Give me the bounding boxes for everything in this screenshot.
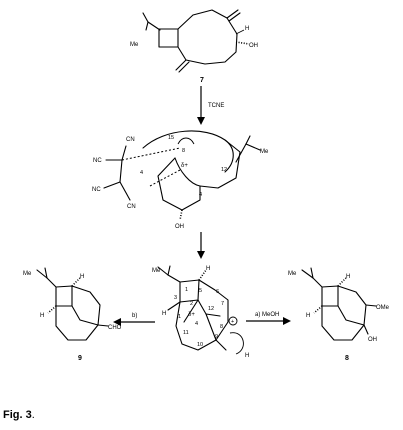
carbocation-structure: [157, 265, 244, 355]
atom-number-8: 8: [182, 148, 185, 154]
partial-charge-2: δ+: [188, 312, 195, 318]
atom-number-4c: 4: [195, 321, 198, 327]
reagent-tcne: TCNE: [208, 103, 224, 109]
figure-caption: Fig. 3.: [3, 409, 35, 421]
atom-number-4b: 4: [199, 192, 202, 198]
arrowhead-icon: [197, 251, 205, 259]
atom-number-12: 12: [221, 167, 227, 173]
ome-label: OMe: [376, 305, 390, 311]
atom-number-7: 7: [221, 301, 224, 307]
h-label-right: H: [346, 274, 350, 280]
cn-label-2: CN: [127, 204, 136, 210]
me-label-center: Me: [152, 268, 161, 274]
atom-number-15: 15: [168, 135, 174, 141]
atom-number-1c: 1: [178, 314, 181, 320]
atom-number-5: 5: [199, 288, 202, 294]
atom-number-12c: 12: [208, 306, 214, 312]
positive-charge-icon: [228, 316, 238, 326]
oh-label-right: OH: [368, 337, 377, 343]
arrowhead-icon: [113, 318, 121, 326]
me-label-mid: Me: [260, 149, 269, 155]
oh-label: OH: [249, 43, 258, 49]
atom-number-9: 9: [215, 334, 218, 340]
arrowhead-icon: [283, 317, 291, 325]
h-label-center: H: [206, 266, 210, 272]
h-label-center-b: H: [162, 311, 166, 317]
oh-label-mid: OH: [175, 224, 184, 230]
compound-8-structure: [301, 267, 377, 341]
h-label: H: [245, 26, 249, 32]
nc-label-2: NC: [92, 187, 101, 193]
me-label: Me: [130, 42, 139, 48]
atom-number-1: 1: [185, 287, 188, 293]
compound-number-9: 9: [78, 355, 82, 362]
atom-number-3: 3: [174, 295, 177, 301]
atom-number-8c: 8: [220, 324, 223, 330]
me-label-left: Me: [23, 271, 32, 277]
me-label-right: Me: [288, 271, 297, 277]
reagent-b: b): [132, 313, 137, 319]
cho-label: CHO: [108, 325, 122, 331]
atom-number-10: 10: [197, 342, 203, 348]
compound-number-7: 7: [200, 77, 204, 84]
atom-number-2: 2: [190, 301, 193, 307]
atom-number-6: 6: [216, 289, 219, 295]
h-label-right-b: H: [306, 313, 310, 319]
arrowhead-icon: [197, 117, 205, 125]
compound-7-structure: [142, 9, 250, 73]
h-label-left: H: [80, 274, 84, 280]
h-label-left-b: H: [40, 313, 44, 319]
reagent-a-meoh: a) MeOH: [255, 312, 279, 318]
cn-label: CN: [126, 137, 135, 143]
compound-9-structure: [36, 267, 109, 341]
atom-number-11: 11: [183, 330, 189, 336]
figure-caption-period: .: [31, 409, 35, 421]
reaction-scheme: Me H OH 7 TCNE 15 8 4 12 4 δ+ CN NC NC C…: [23, 9, 390, 362]
charge-plus: +: [231, 319, 234, 325]
compound-number-8: 8: [345, 355, 349, 362]
partial-charge: δ+: [181, 163, 188, 169]
nc-label: NC: [93, 158, 102, 164]
transition-state-structure: [103, 130, 261, 221]
figure-caption-label: Fig. 3: [3, 409, 32, 421]
atom-number-4a: 4: [140, 170, 143, 176]
h-label-center-c: H: [245, 353, 249, 359]
